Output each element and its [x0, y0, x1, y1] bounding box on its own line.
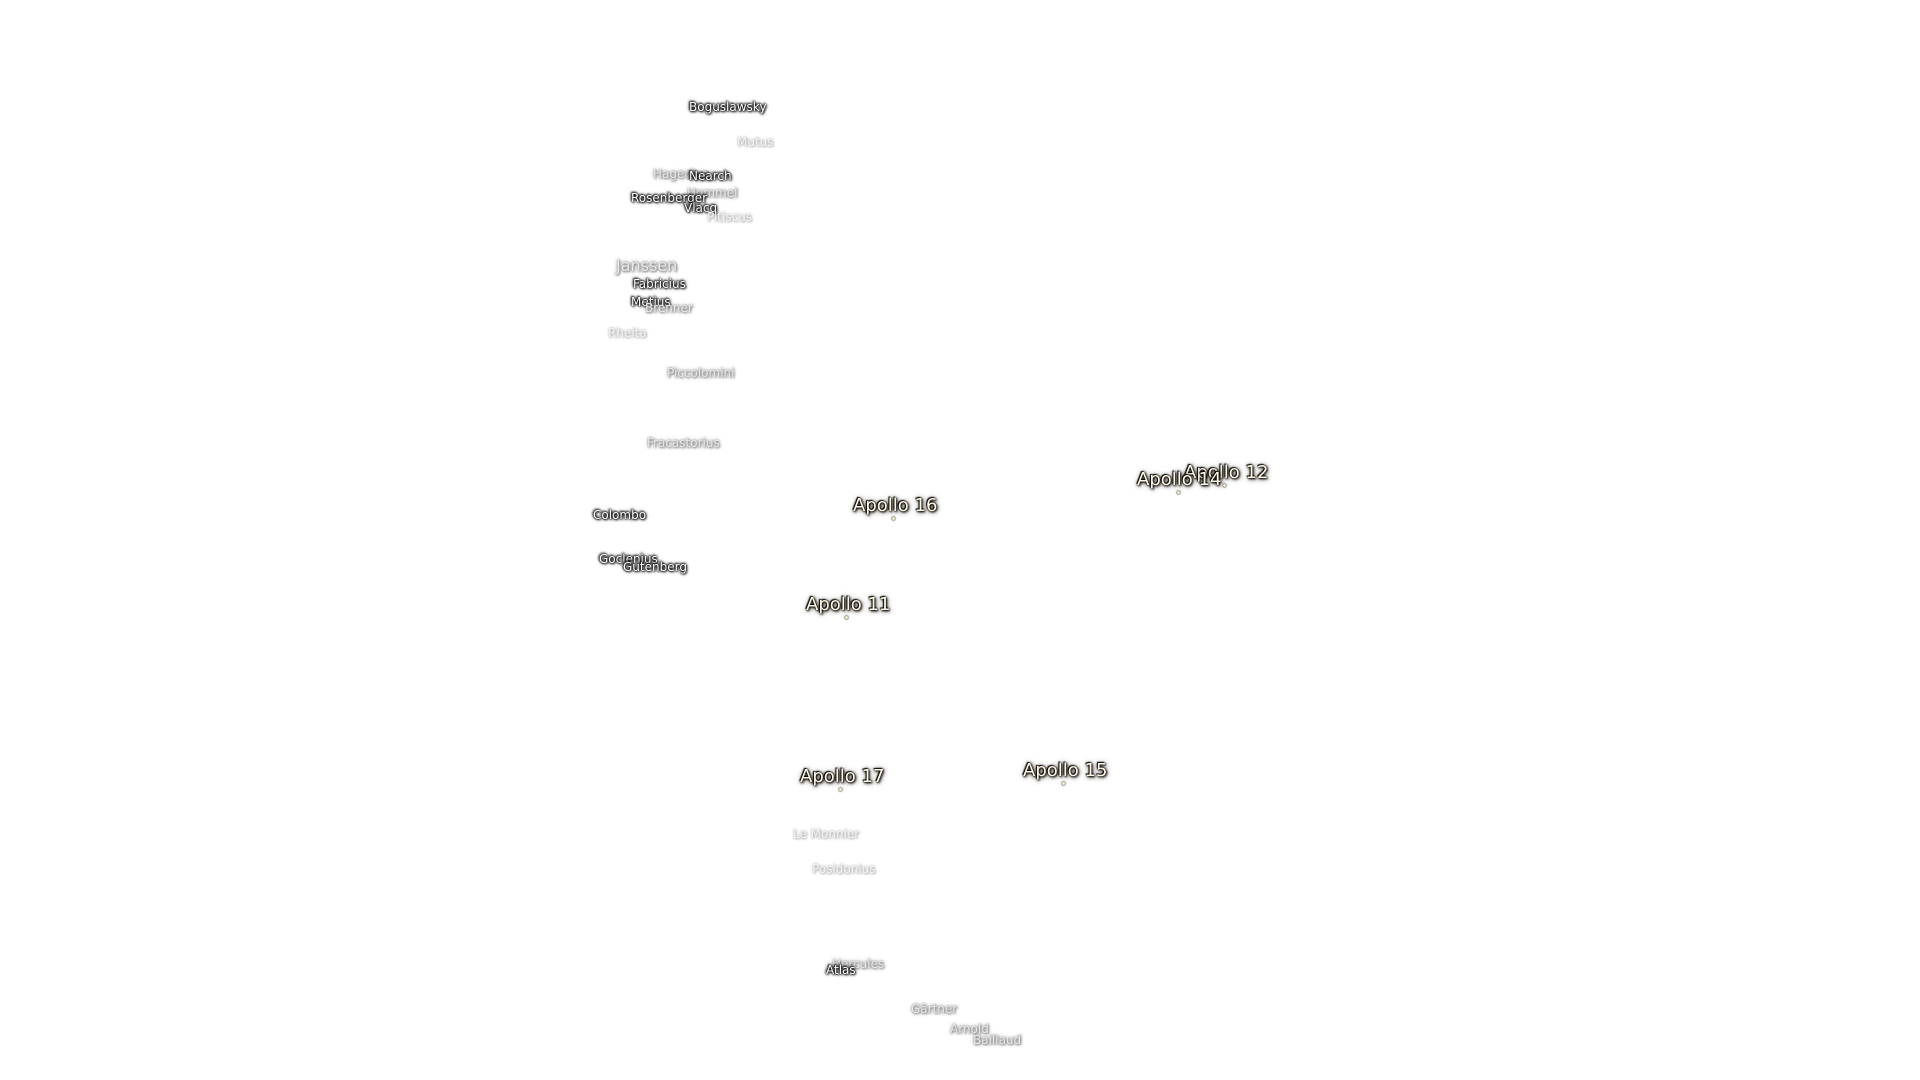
crater-label-brenner[interactable]: Brenner — [645, 301, 693, 315]
crater-label-nearch[interactable]: Nearch — [689, 169, 732, 183]
crater-label-atlas[interactable]: Atlas — [826, 963, 856, 977]
crater-label-baillaud[interactable]: Baillaud — [973, 1033, 1022, 1047]
apollo-11-label[interactable]: Apollo 11 — [806, 594, 891, 615]
crater-label-hagecius[interactable]: Hagecius — [653, 167, 709, 181]
apollo-11-site-marker[interactable] — [845, 616, 848, 619]
apollo-12-site-marker[interactable] — [1223, 484, 1226, 487]
crater-label-vlacq[interactable]: Vlacq — [684, 201, 718, 215]
crater-label-pitiscus[interactable]: Pitiscus — [707, 210, 753, 224]
crater-label-gutenberg[interactable]: Gutenberg — [623, 560, 687, 574]
crater-label-posidonius[interactable]: Posidonius — [812, 862, 876, 876]
apollo-14-site-marker[interactable] — [1177, 491, 1180, 494]
crater-label-goclenius[interactable]: Goclenius — [599, 552, 658, 566]
apollo-17-label[interactable]: Apollo 17 — [800, 766, 885, 787]
crater-label-hommel[interactable]: Hommel — [687, 186, 738, 200]
crater-label-hercules[interactable]: Hercules — [832, 957, 885, 971]
crater-label-fabricius[interactable]: Fabricius — [633, 277, 686, 291]
crater-label-mutus[interactable]: Mutus — [737, 135, 774, 149]
apollo-12-label[interactable]: Apollo 12 — [1184, 462, 1269, 483]
apollo-14-label[interactable]: Apollo 14 — [1137, 469, 1222, 490]
crater-label-le-monnier[interactable]: Le Monnier — [793, 827, 860, 841]
crater-label-rosenberger[interactable]: Rosenberger — [631, 191, 708, 205]
apollo-15-label[interactable]: Apollo 15 — [1023, 760, 1108, 781]
apollo-15-site-marker[interactable] — [1062, 782, 1065, 785]
crater-label-fracastorius[interactable]: Fracastorius — [647, 436, 720, 450]
apollo-16-site-marker[interactable] — [892, 517, 895, 520]
crater-label-gartner[interactable]: Gärtner — [911, 1002, 958, 1016]
crater-label-metius[interactable]: Metius — [631, 295, 671, 309]
crater-label-piccolomini[interactable]: Piccolomini — [667, 366, 735, 380]
crater-label-arnold[interactable]: Arnold — [950, 1022, 989, 1036]
apollo-17-site-marker[interactable] — [839, 788, 842, 791]
crater-label-boguslawsky[interactable]: Boguslawsky — [689, 100, 767, 114]
crater-label-rheita[interactable]: Rheita — [608, 326, 647, 340]
crater-label-janssen[interactable]: Janssen — [616, 256, 678, 275]
apollo-16-label[interactable]: Apollo 16 — [853, 495, 938, 516]
crater-label-colombo[interactable]: Colombo — [593, 508, 647, 522]
